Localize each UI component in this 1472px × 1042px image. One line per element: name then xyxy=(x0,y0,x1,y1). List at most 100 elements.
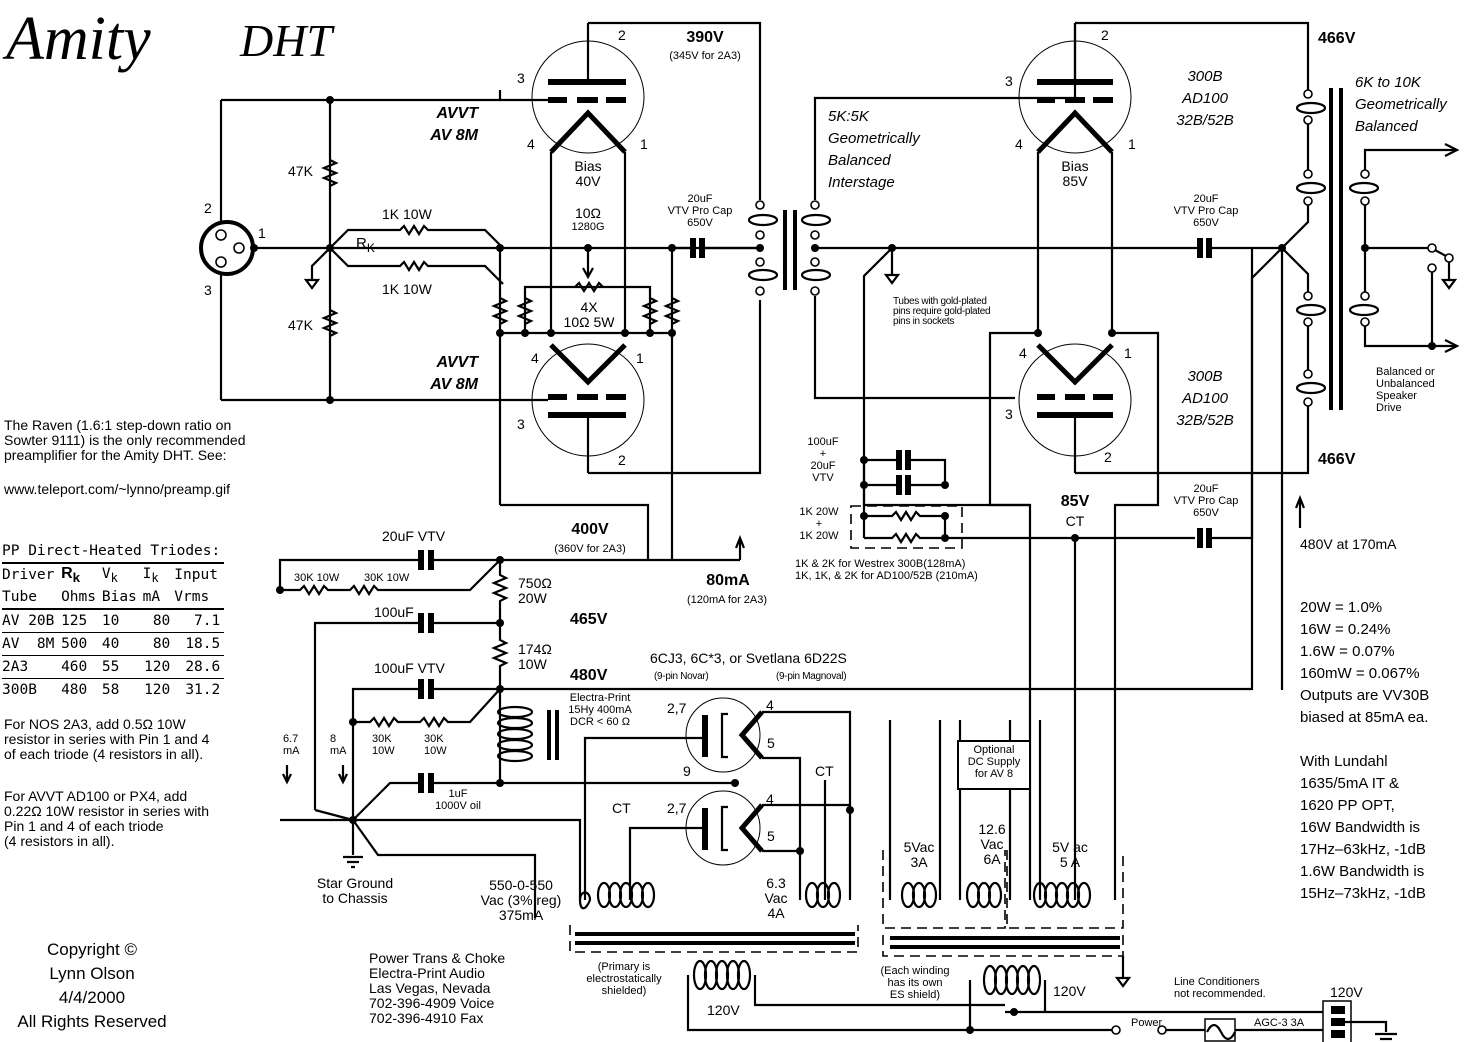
voltage-465: 465V xyxy=(570,611,608,628)
filter-choke xyxy=(496,705,559,763)
filament-primary-voltage: 120V xyxy=(1053,983,1086,999)
pin-label: 1 xyxy=(640,136,648,152)
voltage-400: 400V xyxy=(571,521,609,538)
output-transformer xyxy=(1295,88,1380,410)
table-cell: 18.5 xyxy=(174,632,225,656)
table-cell: 80 xyxy=(142,632,175,656)
pin-label: 1 xyxy=(636,350,644,366)
driver-plate-voltage-note: (345V for 2A3) xyxy=(669,50,741,62)
xlr-pin-1: 1 xyxy=(258,225,266,241)
table-cell: 125 xyxy=(61,609,102,633)
supply-current-note: 480V at 170mA xyxy=(1300,536,1397,552)
table-cell: 58 xyxy=(101,682,120,698)
pin-label: 2 xyxy=(1101,27,1109,43)
table-header: Vrms xyxy=(174,586,225,610)
ht-ct-label: CT xyxy=(612,800,631,816)
resistor-47k-bottom xyxy=(321,309,339,337)
table-cell: 120 xyxy=(142,655,175,679)
pin-label: 3 xyxy=(1005,406,1013,422)
pin-label: 4 xyxy=(766,791,774,807)
mains-voltage: 120V xyxy=(1330,984,1363,1000)
power-transformer xyxy=(569,881,1005,1032)
voltage-480: 480V xyxy=(570,667,608,684)
resistor-47k-top xyxy=(321,159,339,187)
table-cell: 7.1 xyxy=(174,609,225,633)
table-cell: 2A3 xyxy=(2,655,62,679)
r1k-top-label: 1K 10W xyxy=(382,206,432,222)
performance-specs: 20W = 1.0%16W = 0.24%1.6W = 0.07%160mW =… xyxy=(1300,599,1430,902)
pin-label: 4 xyxy=(531,350,539,366)
pin-label: 2,7 xyxy=(667,700,687,716)
table-header: Driver xyxy=(2,567,55,583)
pin-label: 4 xyxy=(1015,136,1023,152)
pin-label: 2 xyxy=(618,452,626,468)
driver-plate-voltage: 390V xyxy=(686,29,724,46)
pin-label: 4 xyxy=(766,697,774,713)
fuse-label: AGC-3 3A xyxy=(1254,1017,1305,1029)
output-tube-top xyxy=(1018,23,1132,154)
voltage-400-note: (360V for 2A3) xyxy=(554,543,626,555)
table-cell: 31.2 xyxy=(185,682,221,698)
table-cell: 300B xyxy=(2,682,37,698)
pin-label: 9 xyxy=(683,763,691,779)
ground-icon xyxy=(303,278,321,290)
table-header: Bias xyxy=(101,586,143,610)
cap-100uf-vtv-label: 100uF VTV xyxy=(374,660,445,676)
output-ct-label: CT xyxy=(1065,513,1085,529)
table-header: Vk xyxy=(101,565,118,585)
table-header: Rk xyxy=(61,564,81,586)
rectifier-note-magnoval: (9-pin Magnoval) xyxy=(776,671,847,682)
cathode-res-label: 1K 20W+1K 20W xyxy=(799,506,839,542)
r30k-b-label: 30K 10W xyxy=(364,572,410,584)
driver-tube-table: PP Direct-Heated Triodes: Driver Rk Vk I… xyxy=(2,540,225,702)
cap-100uf-label: 100uF xyxy=(374,604,414,620)
table-cell: 10 xyxy=(101,609,143,633)
heater-ct-label: CT xyxy=(815,763,834,779)
table-header: Tube xyxy=(2,586,62,610)
table-cell: 28.6 xyxy=(174,655,225,679)
interstage-transformer xyxy=(747,200,832,296)
power-switch-contact-a[interactable] xyxy=(1111,1025,1121,1035)
table-header: Ik xyxy=(142,565,159,585)
driver-tube-bottom xyxy=(531,343,645,473)
pin-label: 4 xyxy=(527,136,535,152)
rectifier-tubes-label: 6CJ3, 6C*3, or Svetlana 6D22S xyxy=(650,650,847,666)
driver-tube-top xyxy=(531,23,645,154)
r47k-bottom-label: 47K xyxy=(288,317,313,333)
rectifier-tube-top xyxy=(685,697,764,773)
pin-label: 2,7 xyxy=(667,800,687,816)
r47k-top-label: 47K xyxy=(288,163,313,179)
filament-transformer xyxy=(882,720,1132,1030)
table-caption: PP Direct-Heated Triodes: xyxy=(2,540,225,564)
pin-label: 2 xyxy=(618,27,626,43)
cathode-res-notes: 1K & 2K for Westrex 300B(128mA)1K, 1K, &… xyxy=(795,558,978,582)
preamp-url[interactable]: www.teleport.com/~lynno/preamp.gif xyxy=(4,481,231,497)
pin-label: 2 xyxy=(1104,449,1112,465)
